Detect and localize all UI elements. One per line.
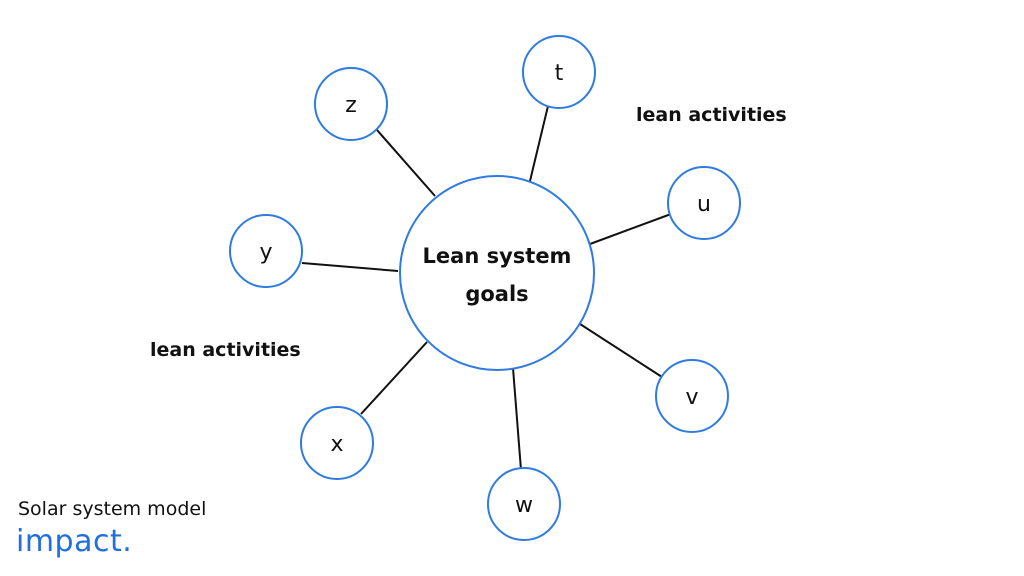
satellite-x: x [300, 406, 374, 480]
brand-logo: impact. [16, 524, 133, 559]
satellite-y: y [229, 214, 303, 288]
satellite-label-z: z [345, 93, 357, 118]
edge-y [301, 262, 399, 272]
footer-title: Solar system model [18, 498, 207, 520]
satellite-u: u [667, 166, 741, 240]
edge-v [579, 323, 663, 378]
edge-u [589, 213, 672, 245]
center-label-line2: goals [465, 282, 528, 306]
satellite-label-t: t [555, 61, 564, 86]
center-node [399, 175, 595, 371]
satellite-w: w [487, 467, 561, 541]
satellite-label-w: w [515, 493, 533, 518]
edge-w [512, 367, 522, 471]
satellite-label-x: x [330, 432, 343, 457]
side-label-left: lean activities [150, 339, 301, 361]
side-label-right: lean activities [636, 104, 787, 126]
edge-x [360, 341, 428, 415]
satellite-label-y: y [259, 240, 272, 265]
satellite-label-v: v [685, 385, 698, 410]
satellite-label-u: u [697, 192, 711, 217]
satellite-t: t [522, 35, 596, 109]
edge-t [529, 105, 549, 182]
center-label-line1: Lean system [423, 244, 572, 268]
satellite-v: v [655, 359, 729, 433]
satellite-z: z [314, 67, 388, 141]
edge-z [376, 129, 436, 197]
